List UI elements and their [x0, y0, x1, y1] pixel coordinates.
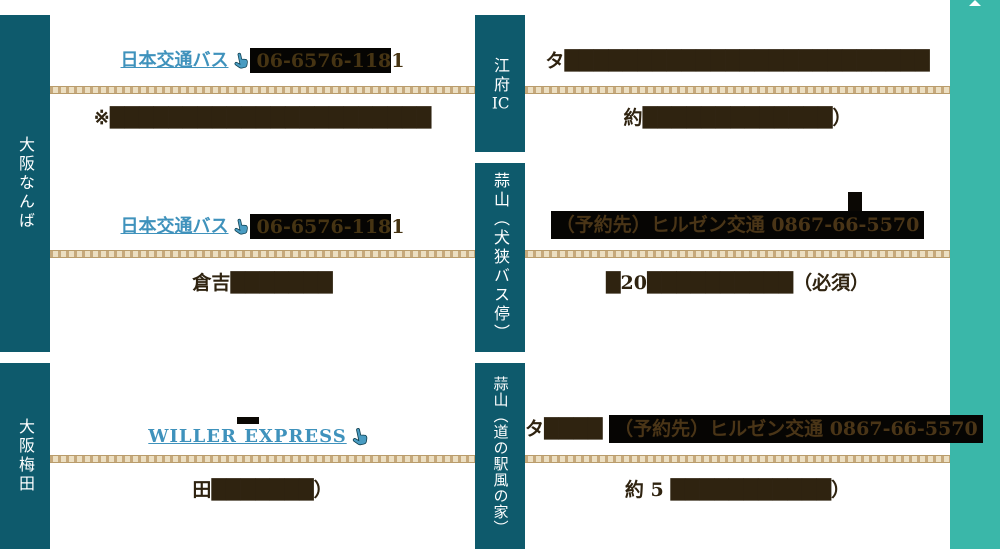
duration-note: 田███████）: [192, 479, 333, 501]
divider-row2-left: [50, 250, 475, 258]
taxi-reservation-line: （予約先）ヒルゼン交通 0867-66-5570: [525, 211, 950, 239]
operator-phone: 06-6576-1181: [249, 213, 404, 240]
text-fragment-bar: [237, 417, 259, 424]
bus-operator-line: WILLER EXPRESS: [50, 421, 475, 452]
hand-pointer-icon: [229, 214, 257, 247]
divider-row3-right: [525, 455, 950, 463]
reservation-contact: （予約先）ヒルゼン交通 0867-66-5570: [609, 415, 983, 443]
taxi-reservation-line: タ████ （予約先）ヒルゼン交通 0867-66-5570: [525, 415, 983, 443]
transfer-note-line2: 約█████████████）: [623, 107, 852, 129]
destination-label: 蒜山（道の駅風の家）: [491, 376, 510, 536]
taxi-prefix: タ████: [525, 418, 603, 440]
origin-cell-osaka-namba: 大阪なんば: [0, 15, 50, 352]
bus-operator-line: 日本交通バス 06-6576-1181: [50, 46, 475, 75]
accent-side-band: [950, 0, 1000, 549]
text-fragment-block: [848, 192, 862, 215]
duration-note: ※██████████████████████: [93, 107, 432, 129]
divider-row1-right: [525, 86, 950, 94]
transfer-note-line2: █20██████████（必須）: [605, 272, 870, 294]
phone-highlight-band: [249, 47, 392, 73]
transfer-note-line1: タ█████████████████████████: [545, 50, 930, 72]
destination-cell-hiruzen-inubasari: 蒜山（犬狭バス停）: [475, 163, 525, 352]
scroll-top-icon[interactable]: [969, 0, 981, 6]
duration-note: 倉吉███████: [192, 272, 333, 294]
hand-pointer-icon: [229, 48, 257, 81]
phone-highlight-band: [249, 213, 392, 239]
reservation-contact: （予約先）ヒルゼン交通 0867-66-5570: [550, 211, 925, 239]
bus-operator-line: 日本交通バス 06-6576-1181: [50, 212, 475, 241]
operator-phone: 06-6576-1181: [249, 47, 404, 74]
operator-link-nihon-kotsu[interactable]: 日本交通バス: [120, 215, 229, 237]
operator-link-willer-express[interactable]: WILLER EXPRESS: [148, 425, 347, 447]
destination-label: 蒜山（犬狭バス停）: [491, 172, 510, 343]
destination-cell-gofu-ic: 江府IC: [475, 15, 525, 152]
destination-label: 江府IC: [491, 56, 510, 111]
divider-row1-left: [50, 86, 475, 94]
origin-label: 大阪なんば: [16, 136, 35, 231]
destination-cell-hiruzen-michinoeki: 蒜山（道の駅風の家）: [475, 363, 525, 549]
divider-row2-right: [525, 250, 950, 258]
transfer-note-line2: 約 5 ███████████）: [624, 479, 851, 501]
divider-row3-left: [50, 455, 475, 463]
hand-pointer-icon: [347, 423, 377, 458]
origin-label: 大阪梅田: [16, 418, 35, 494]
operator-link-nihon-kotsu[interactable]: 日本交通バス: [120, 49, 229, 71]
origin-cell-osaka-umeda: 大阪梅田: [0, 363, 50, 549]
